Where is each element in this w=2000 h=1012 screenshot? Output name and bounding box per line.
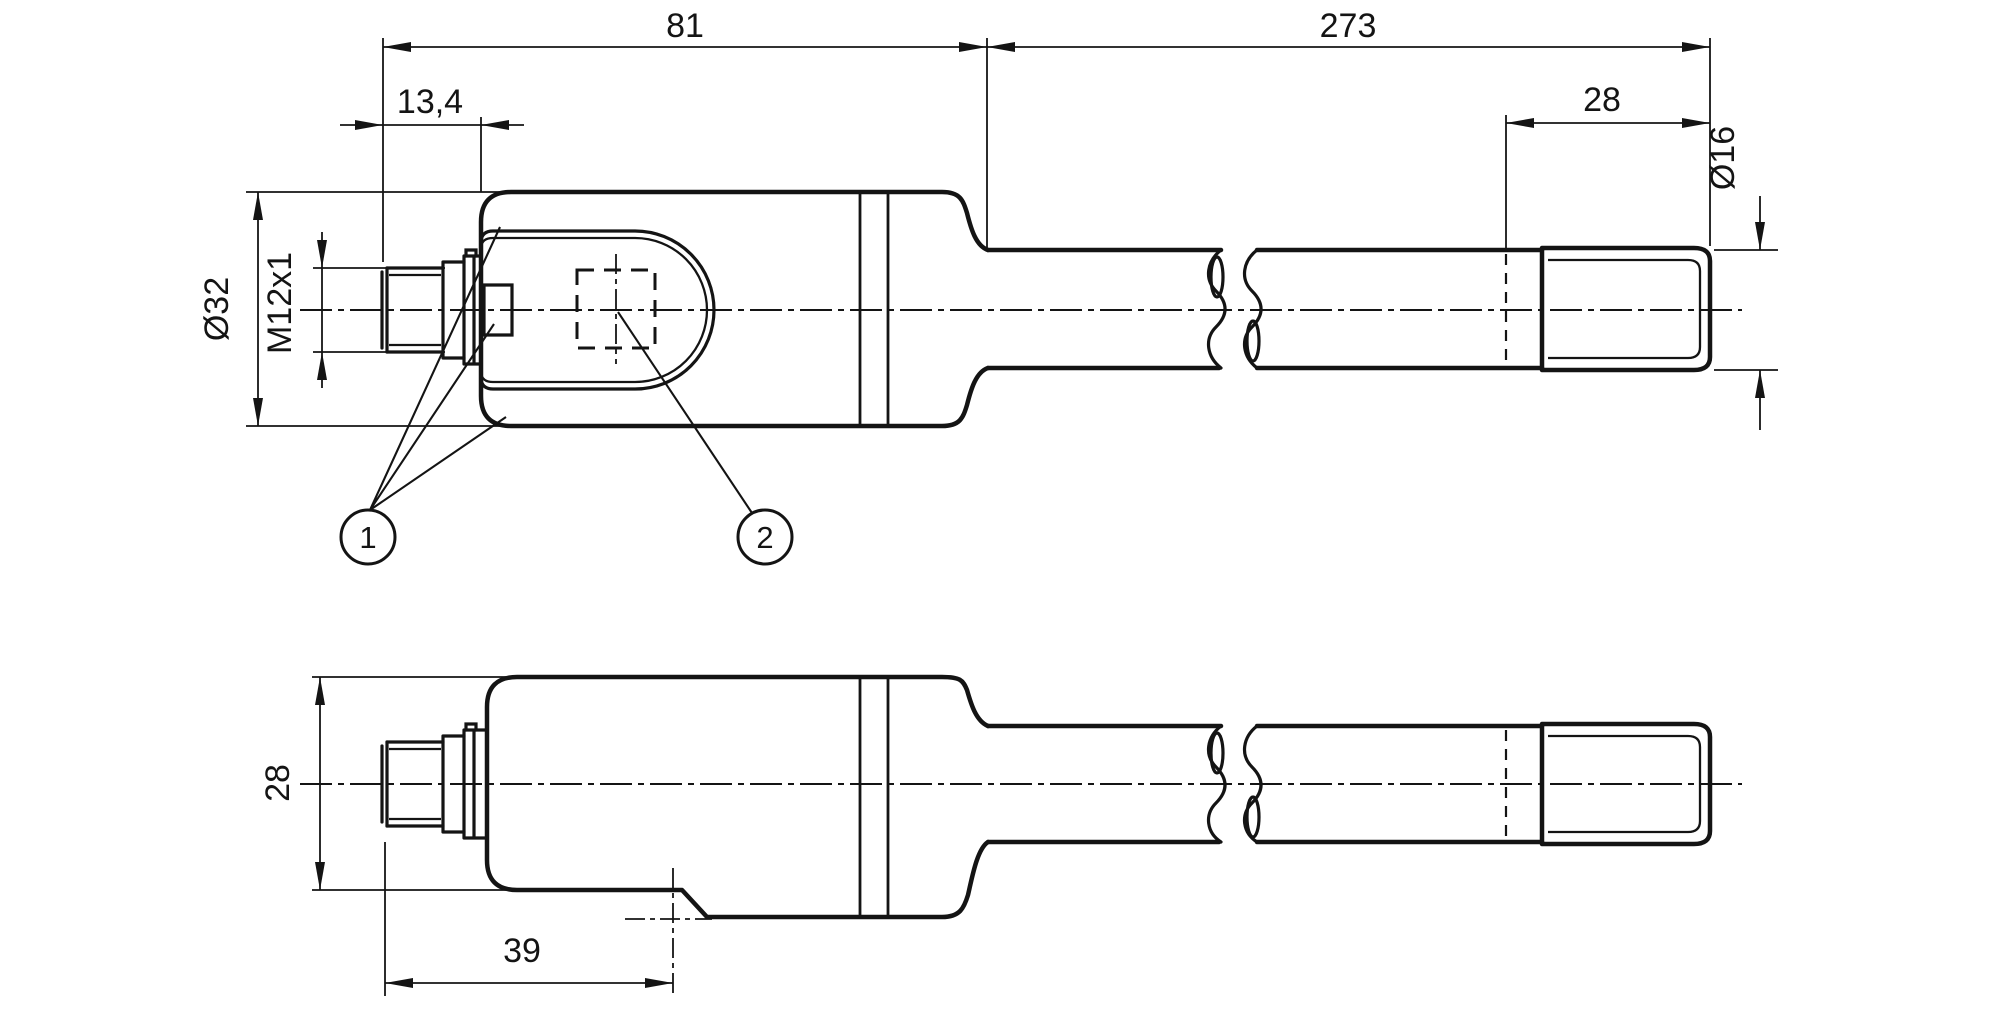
dimension-39: 39 [384, 842, 673, 996]
arrowhead [1682, 118, 1710, 128]
connector-thread-outline [385, 740, 445, 828]
dimension-dia32: Ø32 [198, 191, 515, 427]
cable-break-edge-left [1207, 248, 1227, 370]
arrowhead [987, 42, 1015, 52]
dimension-81: 81 [382, 7, 988, 262]
cable-bottom-view [985, 721, 1713, 847]
callout-2: 2 [617, 311, 794, 566]
connector-nut [441, 734, 466, 834]
ext-lines-dia16 [1714, 249, 1778, 371]
m12-connector-bottom-view [380, 722, 489, 840]
top-view: 81 273 13,4 28 Ø16 [198, 7, 1778, 566]
arrowhead [383, 42, 411, 52]
ext-lines-28-height [312, 676, 520, 891]
cable-break-edge-left [1207, 724, 1227, 844]
dimension-13-4: 13,4 [340, 83, 524, 192]
dimension-m12x1: M12x1 [261, 232, 445, 388]
cable-segment-1 [985, 247, 1224, 371]
connector-thread-root [389, 747, 441, 821]
callout-1-leaders [369, 226, 507, 511]
bottom-view: 28 39 [259, 674, 1742, 996]
dimension-28-height: 28 [259, 676, 520, 891]
ext-lines-dia32 [246, 191, 515, 427]
dim-273-label: 273 [1320, 7, 1377, 45]
dimension-28-sleeve: 28 [1505, 81, 1710, 250]
dim-39-label: 39 [503, 932, 541, 970]
callout-2-circle [736, 508, 794, 566]
cable-break-loop-left [1209, 255, 1225, 299]
cable-top-view [985, 245, 1713, 373]
arrowhead [315, 862, 325, 890]
cable-end-sleeve [1539, 721, 1713, 847]
connector-base-block [482, 283, 514, 337]
dimension-273: 273 [987, 7, 1711, 246]
cable-end-sleeve-inner [1548, 734, 1702, 834]
arrowhead [481, 120, 509, 130]
sensor-body-top-view [478, 189, 991, 429]
arrowhead [645, 978, 673, 988]
connector-key-notch [464, 722, 478, 732]
arrowhead [385, 978, 413, 988]
dimension-dia16: Ø16 [1704, 126, 1778, 430]
recess-pocket-outer [479, 229, 716, 391]
dim-dia32-label: Ø32 [198, 277, 236, 341]
dim-m12x1-label: M12x1 [261, 252, 299, 354]
dim-28-height-label: 28 [259, 764, 297, 802]
arrowhead [253, 192, 263, 220]
cable-segment-1 [985, 723, 1224, 845]
arrowhead [253, 398, 263, 426]
connector-key-notch [464, 248, 478, 258]
arrowhead [315, 677, 325, 705]
dim-13-4-label: 13,4 [397, 83, 463, 121]
cable-break-loop-right [1245, 795, 1261, 839]
callout-1: 1 [339, 226, 507, 566]
arrowhead [959, 42, 987, 52]
callout-1-circle [339, 508, 397, 566]
arrowhead [1755, 222, 1765, 250]
arrowhead [317, 352, 327, 380]
cable-break-loop-right [1245, 319, 1261, 363]
dim-dia16-label: Ø16 [1704, 126, 1742, 190]
cable-break-edge-right [1243, 724, 1263, 844]
dim-81-label: 81 [666, 7, 704, 45]
cable-end-sleeve [1539, 245, 1713, 373]
sensor-body-bottom-view [484, 674, 991, 920]
arrowhead [1755, 370, 1765, 398]
callout-2-label: 2 [756, 520, 773, 555]
ext-lines-m12 [313, 267, 445, 353]
connector-nut [441, 260, 466, 360]
arrowhead [1506, 118, 1534, 128]
cable-segment-2 [1254, 723, 1545, 845]
dim-28-sleeve-label: 28 [1583, 81, 1621, 119]
connector-collar [462, 254, 483, 366]
cable-end-sleeve-inner [1548, 258, 1702, 360]
cable-break-loop-left [1209, 731, 1225, 775]
cable-segment-2 [1254, 247, 1545, 371]
recess-pocket-inner [479, 236, 709, 384]
arrowhead [317, 240, 327, 268]
callout-2-leader [617, 311, 753, 514]
arrowhead [355, 120, 383, 130]
callout-1-label: 1 [359, 520, 376, 555]
connector-thread-root [389, 273, 441, 347]
cable-break-edge-right [1243, 248, 1263, 370]
arrowhead [1682, 42, 1710, 52]
